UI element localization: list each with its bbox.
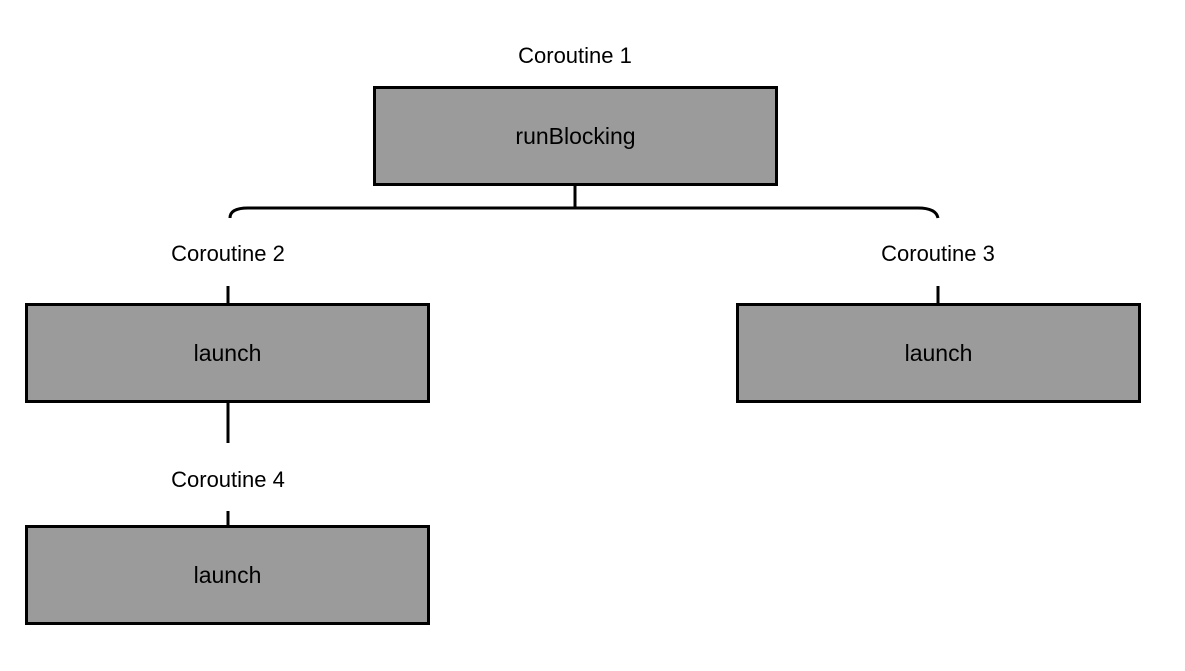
coroutine-1-caption: Coroutine 1 bbox=[518, 43, 632, 68]
coroutine-3-node: launch bbox=[736, 303, 1141, 403]
coroutine-2-node: launch bbox=[25, 303, 430, 403]
coroutine-2-caption: Coroutine 2 bbox=[171, 241, 285, 266]
coroutine-4-node: launch bbox=[25, 525, 430, 625]
coroutine-1-node: runBlocking bbox=[373, 86, 778, 186]
connector-bracket bbox=[228, 206, 940, 219]
coroutine-4-caption: Coroutine 4 bbox=[171, 467, 285, 492]
coroutine-3-caption: Coroutine 3 bbox=[881, 241, 995, 266]
